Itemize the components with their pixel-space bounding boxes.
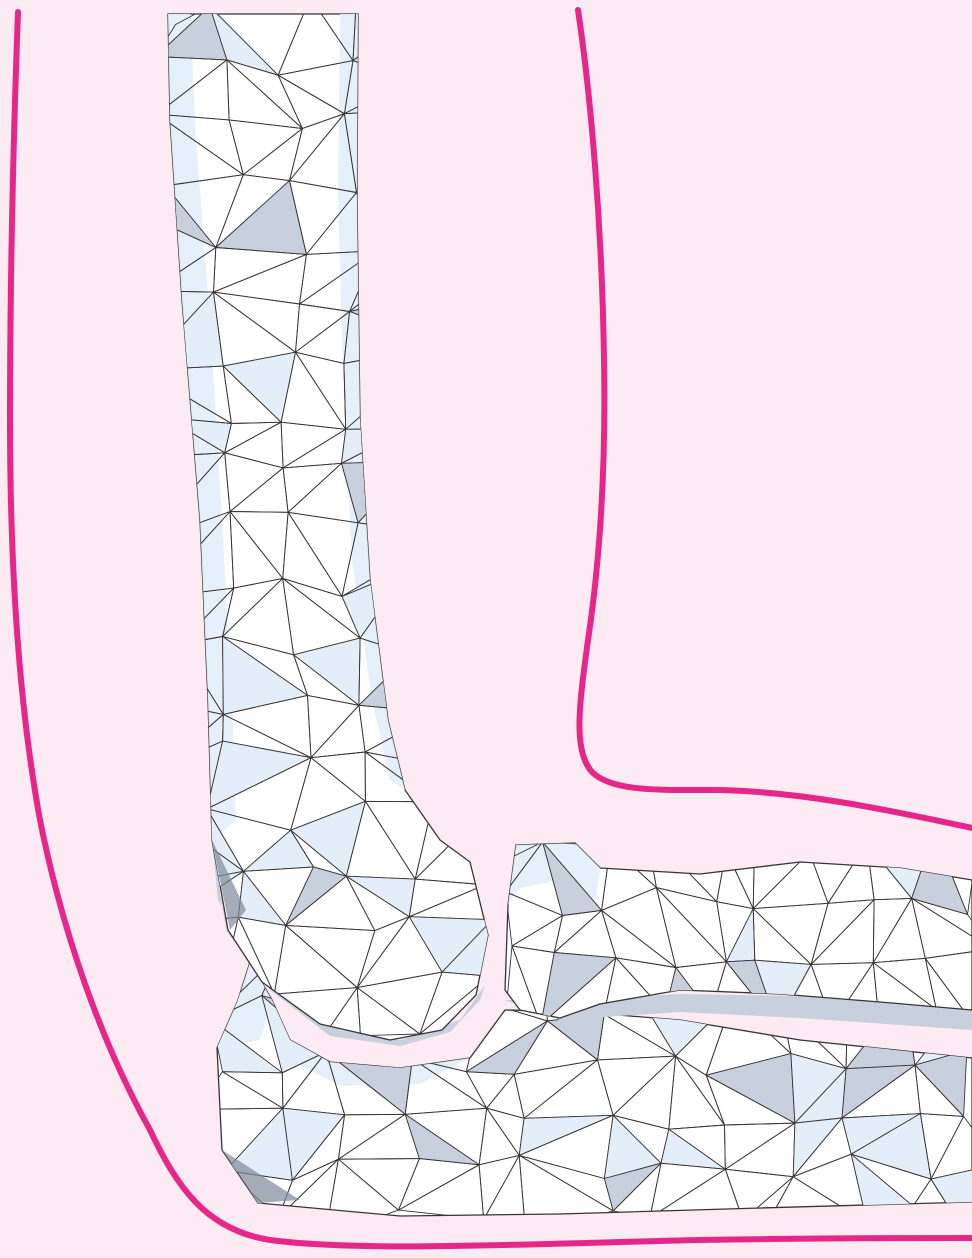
elbow-mesh-diagram xyxy=(0,0,972,1258)
diagram-canvas xyxy=(0,0,972,1258)
